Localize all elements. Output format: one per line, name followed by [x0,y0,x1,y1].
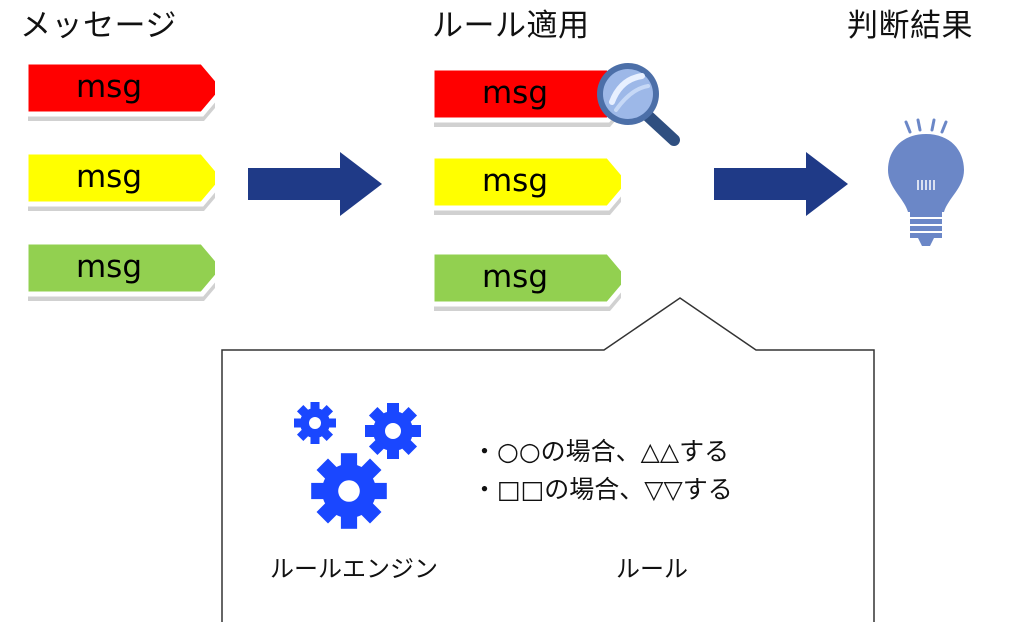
gears-icon [294,402,421,529]
magnifier-icon [597,63,680,146]
tag-label: msg [75,249,143,285]
heading-messages: メッセージ [20,8,177,44]
tag-label: msg [481,163,549,199]
heading-rule-apply: ルール適用 [432,8,590,44]
message-tag-red: msg [20,56,215,124]
engine-label: ルールエンジン [270,555,438,583]
applied-tag-green: msg [426,246,621,314]
rule-line: ・○○の場合、△△する [472,437,730,466]
lightbulb-icon [888,118,964,246]
tag-shape [23,239,215,301]
rule-line: ・□□の場合、▽▽する [472,475,733,504]
tag-label: msg [481,259,549,295]
flow-arrow-1 [248,152,382,216]
flow-arrow-2 [714,152,848,216]
heading-judgement: 判断結果 [847,8,973,44]
tag-shape [23,59,215,121]
applied-tag-red: msg [426,62,621,130]
tag-shape [429,153,621,215]
tag-shape [23,149,215,211]
applied-tag-yellow: msg [426,150,621,218]
rule-label: ルール [616,555,688,583]
tag-label: msg [481,75,549,111]
message-tag-green: msg [20,236,215,304]
tag-shape [429,249,621,311]
message-tag-yellow: msg [20,146,215,214]
tag-label: msg [75,69,143,105]
tag-label: msg [75,159,143,195]
